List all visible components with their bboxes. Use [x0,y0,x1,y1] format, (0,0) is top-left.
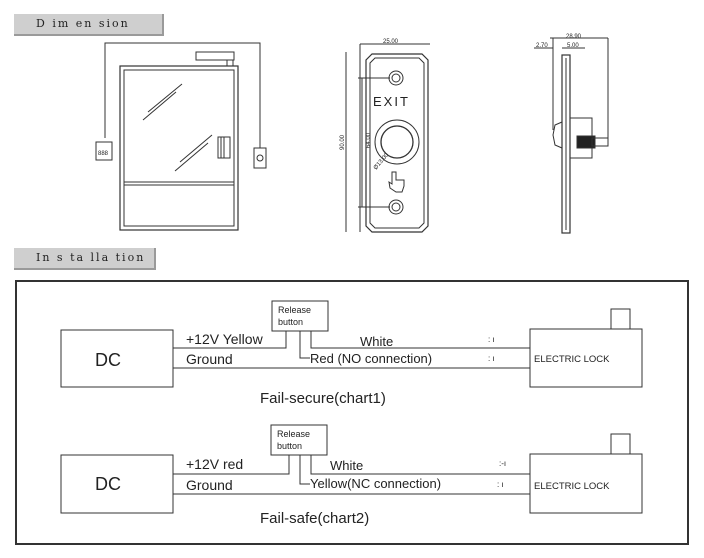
svg-text:: ı: : ı [497,480,504,489]
dc-box [60,454,174,514]
chart-caption: Fail-secure(chart1) [260,390,386,407]
dc-label: DC [95,474,121,494]
keypad-icon [95,141,113,161]
side-total-label: 28.90 [566,34,582,40]
release-label: Release [277,429,310,439]
front-height-label: 90.00 [340,134,346,150]
exit-button-side-view: 28.90 2.70 5.00 [534,34,609,234]
electric-lock-box [529,328,643,388]
wire-bottom-label: Ground [186,477,233,493]
exit-button-front-view: 25.00 90.00 64.00 EXIT Ø13.00 [340,39,430,233]
wire-white-label: White [330,458,363,473]
exit-label: EXIT [373,94,410,109]
wire-mid-label: Yellow(NC connection) [310,476,441,491]
release-label: Release [278,305,311,315]
dimension-title: D im en sion [36,17,130,30]
electric-lock-box [529,453,643,514]
exit-button-icon [253,147,267,169]
wire-mid-label: Red (NO connection) [310,351,432,366]
lock-label: ELECTRIC LOCK [534,354,610,365]
hand-icon [388,171,405,193]
front-width-label: 25.00 [383,39,399,45]
door-closer-icon [195,51,235,61]
lock-label: ELECTRIC LOCK [534,481,610,492]
wire-top-label: +12V Yellow [186,331,264,347]
release-label-2: button [277,441,302,451]
installation-frame [15,280,689,545]
hole-spacing-label: 64.00 [366,132,372,148]
svg-text:888: 888 [98,151,109,157]
wire-bottom-label: Ground [186,351,233,367]
dc-box [60,329,174,388]
svg-text:: ı: : ı [488,354,495,363]
installation-title: In s ta lla tion [36,251,146,264]
door-illustration: 888 [95,42,267,231]
chart-caption: Fail-safe(chart2) [260,510,369,527]
wire-white-label: White [360,334,393,349]
release-label-2: button [278,317,303,327]
svg-text:: ı: : ı [488,335,495,344]
wiring-chart-1: DC +12V Yellow Ground Release button Whi… [60,300,643,407]
wire-top-label: +12V red [186,456,243,472]
dimension-section-tab: D im en sion [14,14,164,36]
svg-text::-ı: :-ı [499,459,506,468]
wiring-chart-2: DC +12V red Ground Release button White … [60,424,643,527]
installation-section-tab: In s ta lla tion [14,248,156,270]
side-front-label: 2.70 [536,43,548,49]
release-button-box [270,424,328,456]
dc-label: DC [95,350,121,370]
side-plate-label: 5.00 [567,43,579,49]
